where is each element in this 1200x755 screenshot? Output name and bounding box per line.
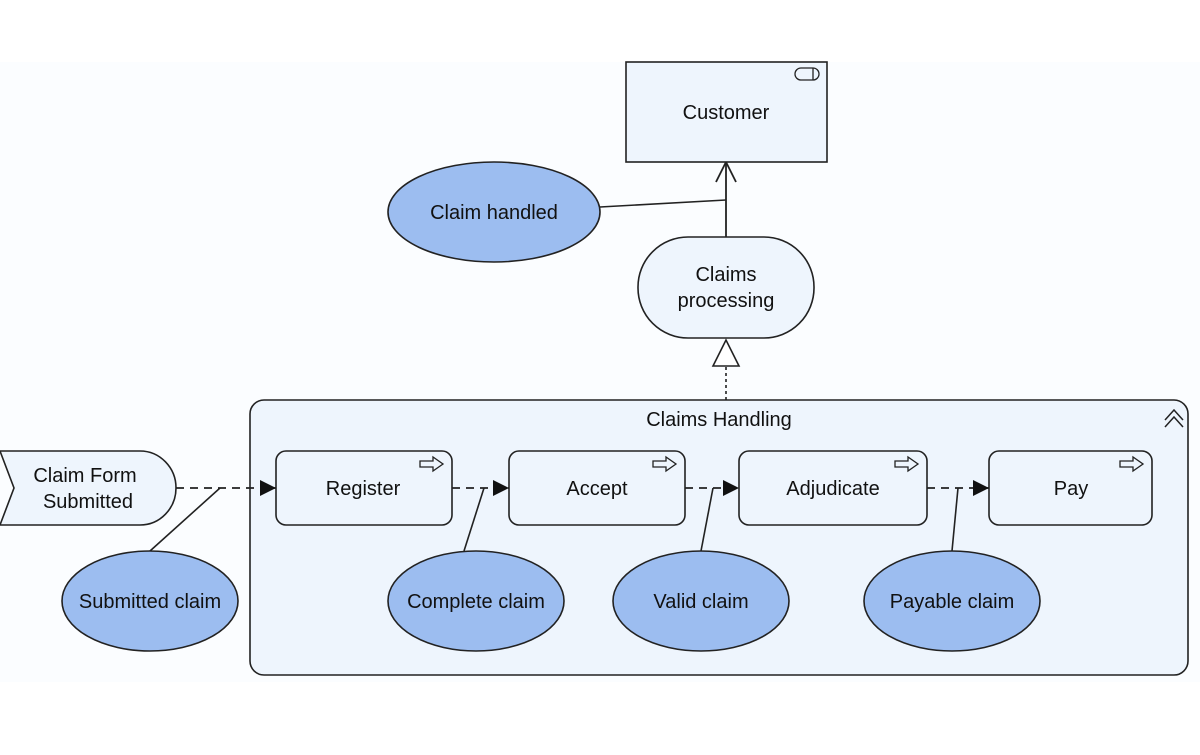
step-register[interactable]: Register xyxy=(275,450,453,526)
step-accept-label: Accept xyxy=(566,478,628,500)
payable-claim-object[interactable]: Payable claim xyxy=(863,550,1041,652)
event-label-line2: Submitted xyxy=(43,491,133,513)
claim-handled-association xyxy=(599,199,727,208)
step-adjudicate[interactable]: Adjudicate xyxy=(738,450,928,526)
role-icon xyxy=(794,67,820,81)
complete-claim-label: Complete claim xyxy=(407,591,545,613)
collapse-chevron-icon[interactable] xyxy=(1164,408,1184,428)
valid-claim-object[interactable]: Valid claim xyxy=(612,550,790,652)
process-arrow-icon xyxy=(652,455,678,473)
complete-claim-object[interactable]: Complete claim xyxy=(387,550,565,652)
process-arrow-icon xyxy=(419,455,445,473)
customer-label: Customer xyxy=(683,102,770,124)
claim-form-submitted-event[interactable]: Claim Form Submitted xyxy=(0,450,177,526)
customer-box[interactable]: Customer xyxy=(625,61,828,163)
realization-triangle-head xyxy=(711,338,741,367)
process-arrow-icon xyxy=(1119,455,1145,473)
claims-processing-service[interactable]: Claims processing xyxy=(637,236,815,339)
valid-claim-label: Valid claim xyxy=(653,591,748,613)
submitted-claim-object[interactable]: Submitted claim xyxy=(61,550,239,652)
step-pay[interactable]: Pay xyxy=(988,450,1153,526)
event-label-line1: Claim Form xyxy=(33,465,136,487)
claims-processing-label-line1: Claims xyxy=(695,264,756,286)
complete-claim-association xyxy=(463,487,485,552)
step-pay-label: Pay xyxy=(1054,478,1088,500)
payable-claim-label: Payable claim xyxy=(890,591,1015,613)
claims-handling-label: Claims Handling xyxy=(646,409,792,431)
payable-claim-association xyxy=(951,487,959,552)
step-register-label: Register xyxy=(326,478,401,500)
claims-processing-label-line2: processing xyxy=(678,290,775,312)
step-adjudicate-label: Adjudicate xyxy=(786,478,879,500)
valid-claim-association xyxy=(700,487,714,552)
claim-handled-object[interactable]: Claim handled xyxy=(387,161,601,263)
submitted-claim-label: Submitted claim xyxy=(79,591,221,613)
step-accept[interactable]: Accept xyxy=(508,450,686,526)
process-arrow-icon xyxy=(894,455,920,473)
submitted-claim-association xyxy=(149,487,221,552)
claim-handled-label: Claim handled xyxy=(430,202,558,224)
